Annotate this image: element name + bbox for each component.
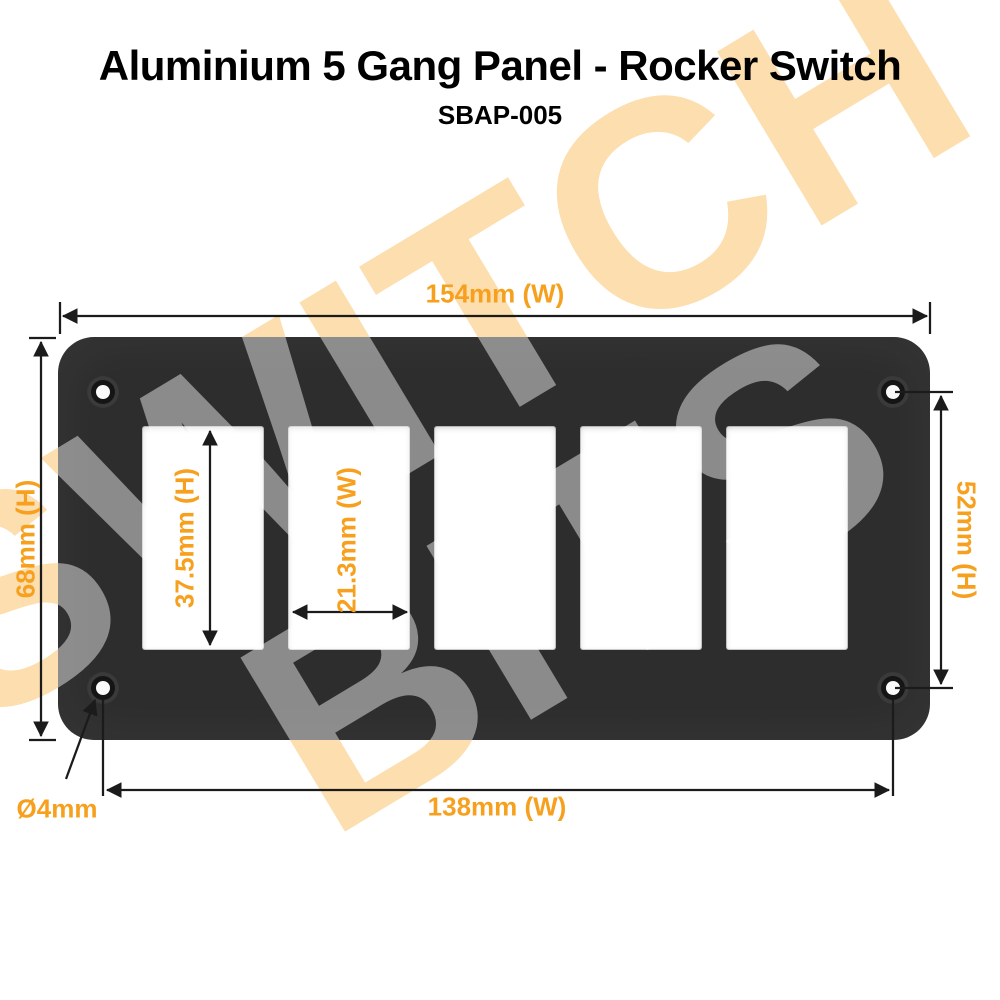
product-code: SBAP-005: [437, 100, 563, 130]
switch-cutout-1: [142, 426, 264, 650]
mounting-hole-top-left: [87, 376, 119, 408]
switch-cutout-5: [726, 426, 848, 650]
overall-width-label: 154mm (W): [425, 278, 565, 309]
rocker-switch-panel: [58, 337, 930, 740]
hole-spacing-width-label: 138mm (W): [427, 791, 567, 822]
switch-cutout-4: [580, 426, 702, 650]
switch-cutout-3: [434, 426, 556, 650]
cutout-width-label: 21.3mm (W): [331, 467, 362, 613]
cutout-height-label: 37.5mm (H): [169, 467, 200, 609]
mounting-hole-bottom-left: [87, 672, 119, 704]
mounting-hole-bottom-right: [877, 672, 909, 704]
mounting-hole-top-right: [877, 376, 909, 408]
hole-diameter-label: Ø4mm: [16, 793, 98, 824]
page-title: Aluminium 5 Gang Panel - Rocker Switch: [98, 42, 902, 89]
hole-spacing-height-label: 52mm (H): [951, 480, 982, 600]
overall-height-label: 68mm (H): [10, 479, 41, 599]
